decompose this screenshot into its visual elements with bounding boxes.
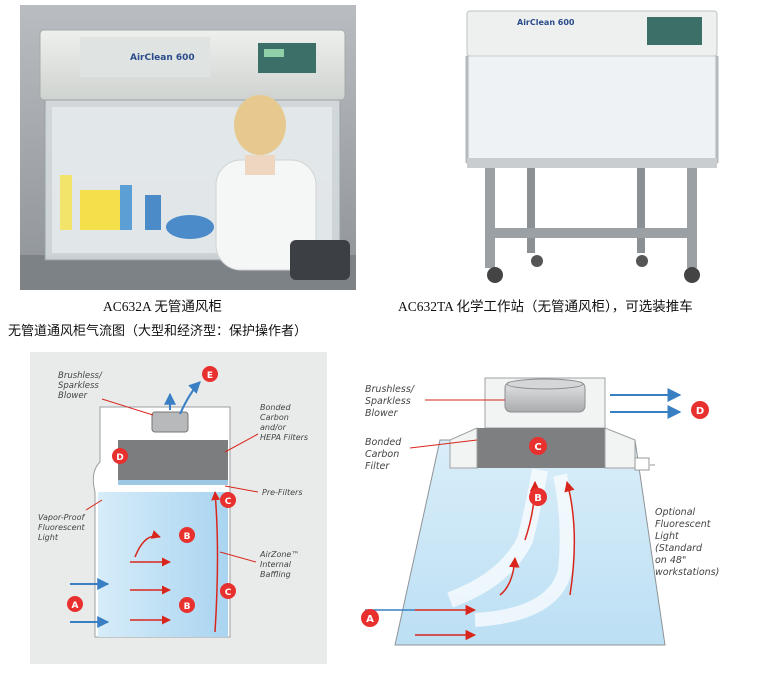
svg-text:Brushless/: Brushless/ — [58, 371, 103, 381]
svg-text:C: C — [225, 497, 232, 507]
svg-text:B: B — [184, 532, 191, 542]
badge-a: A — [67, 596, 83, 612]
svg-text:Fluorescent: Fluorescent — [655, 519, 712, 530]
svg-text:workstations): workstations) — [655, 567, 719, 578]
label-baffling-left: AirZone™ Internal Baffling — [259, 550, 299, 579]
svg-text:Sparkless: Sparkless — [365, 396, 411, 407]
svg-text:D: D — [696, 406, 704, 417]
photo-caption-right: AC632TA 化学工作站（无管通风柜），可选装推车 — [398, 299, 693, 314]
svg-text:Fluorescent: Fluorescent — [38, 523, 86, 532]
svg-text:Blower: Blower — [58, 391, 88, 401]
svg-text:A: A — [366, 614, 374, 625]
badge-d: D — [112, 448, 128, 464]
svg-text:Internal: Internal — [260, 560, 292, 569]
svg-text:D: D — [116, 453, 123, 463]
badge-c: C — [529, 437, 547, 455]
label-blower-left: Brushless/ Sparkless Blower — [58, 371, 103, 401]
svg-text:and/or: and/or — [260, 423, 287, 432]
badge-a: A — [361, 609, 379, 627]
svg-text:Sparkless: Sparkless — [58, 381, 99, 391]
product-photo-ac632ta: AirClean 600 — [437, 3, 745, 292]
svg-text:Bonded: Bonded — [365, 437, 402, 448]
svg-text:Light: Light — [38, 533, 59, 542]
svg-text:A: A — [72, 601, 79, 611]
svg-text:on 48": on 48" — [655, 555, 686, 566]
section-title: 无管道通风柜气流图（大型和经济型：保护操作者） — [8, 324, 308, 339]
photo-caption-left: AC632A 无管通风柜 — [103, 299, 222, 314]
svg-text:E: E — [207, 371, 213, 381]
svg-text:Baffling: Baffling — [260, 570, 291, 579]
badge-c: C — [220, 583, 236, 599]
svg-text:HEPA Filters: HEPA Filters — [260, 433, 308, 442]
svg-text:Carbon: Carbon — [260, 413, 289, 422]
svg-text:Light: Light — [655, 531, 680, 542]
svg-text:Bonded: Bonded — [260, 403, 291, 412]
label-prefilters-left: Pre-Filters — [262, 488, 302, 497]
svg-text:Carbon: Carbon — [365, 449, 399, 460]
badge-e: E — [202, 366, 218, 382]
label-blower-right: Brushless/ Sparkless Blower — [365, 384, 416, 419]
hood-brand-right: AirClean 600 — [517, 18, 575, 27]
svg-text:Brushless/: Brushless/ — [365, 384, 416, 395]
svg-text:B: B — [184, 602, 191, 612]
badge-c: C — [220, 492, 236, 508]
label-filter-right: Bonded Carbon Filter — [365, 437, 402, 472]
svg-text:C: C — [225, 588, 232, 598]
product-photo-ac632a: AirClean 600 — [20, 5, 356, 290]
label-light-right: Optional Fluorescent Light (Standard on … — [655, 507, 719, 578]
svg-text:B: B — [534, 493, 542, 504]
svg-text:(Standard: (Standard — [655, 543, 703, 554]
airflow-diagram-left: Brushless/ Sparkless Blower Bonded Carbo… — [30, 352, 327, 664]
svg-text:Blower: Blower — [365, 408, 399, 419]
svg-text:AirZone™: AirZone™ — [259, 550, 299, 559]
badge-b: B — [529, 488, 547, 506]
svg-text:Filter: Filter — [365, 461, 390, 472]
svg-text:C: C — [534, 442, 541, 453]
hood-brand-left: AirClean 600 — [130, 53, 195, 63]
airflow-diagram-right: Brushless/ Sparkless Blower Bonded Carbo… — [355, 370, 760, 665]
svg-text:Vapor-Proof: Vapor-Proof — [38, 513, 85, 522]
badge-d: D — [691, 401, 709, 419]
label-filters-left: Bonded Carbon and/or HEPA Filters — [260, 403, 308, 442]
svg-text:Optional: Optional — [655, 507, 696, 518]
badge-b: B — [179, 527, 195, 543]
label-light-left: Vapor-Proof Fluorescent Light — [38, 513, 86, 542]
badge-b: B — [179, 597, 195, 613]
